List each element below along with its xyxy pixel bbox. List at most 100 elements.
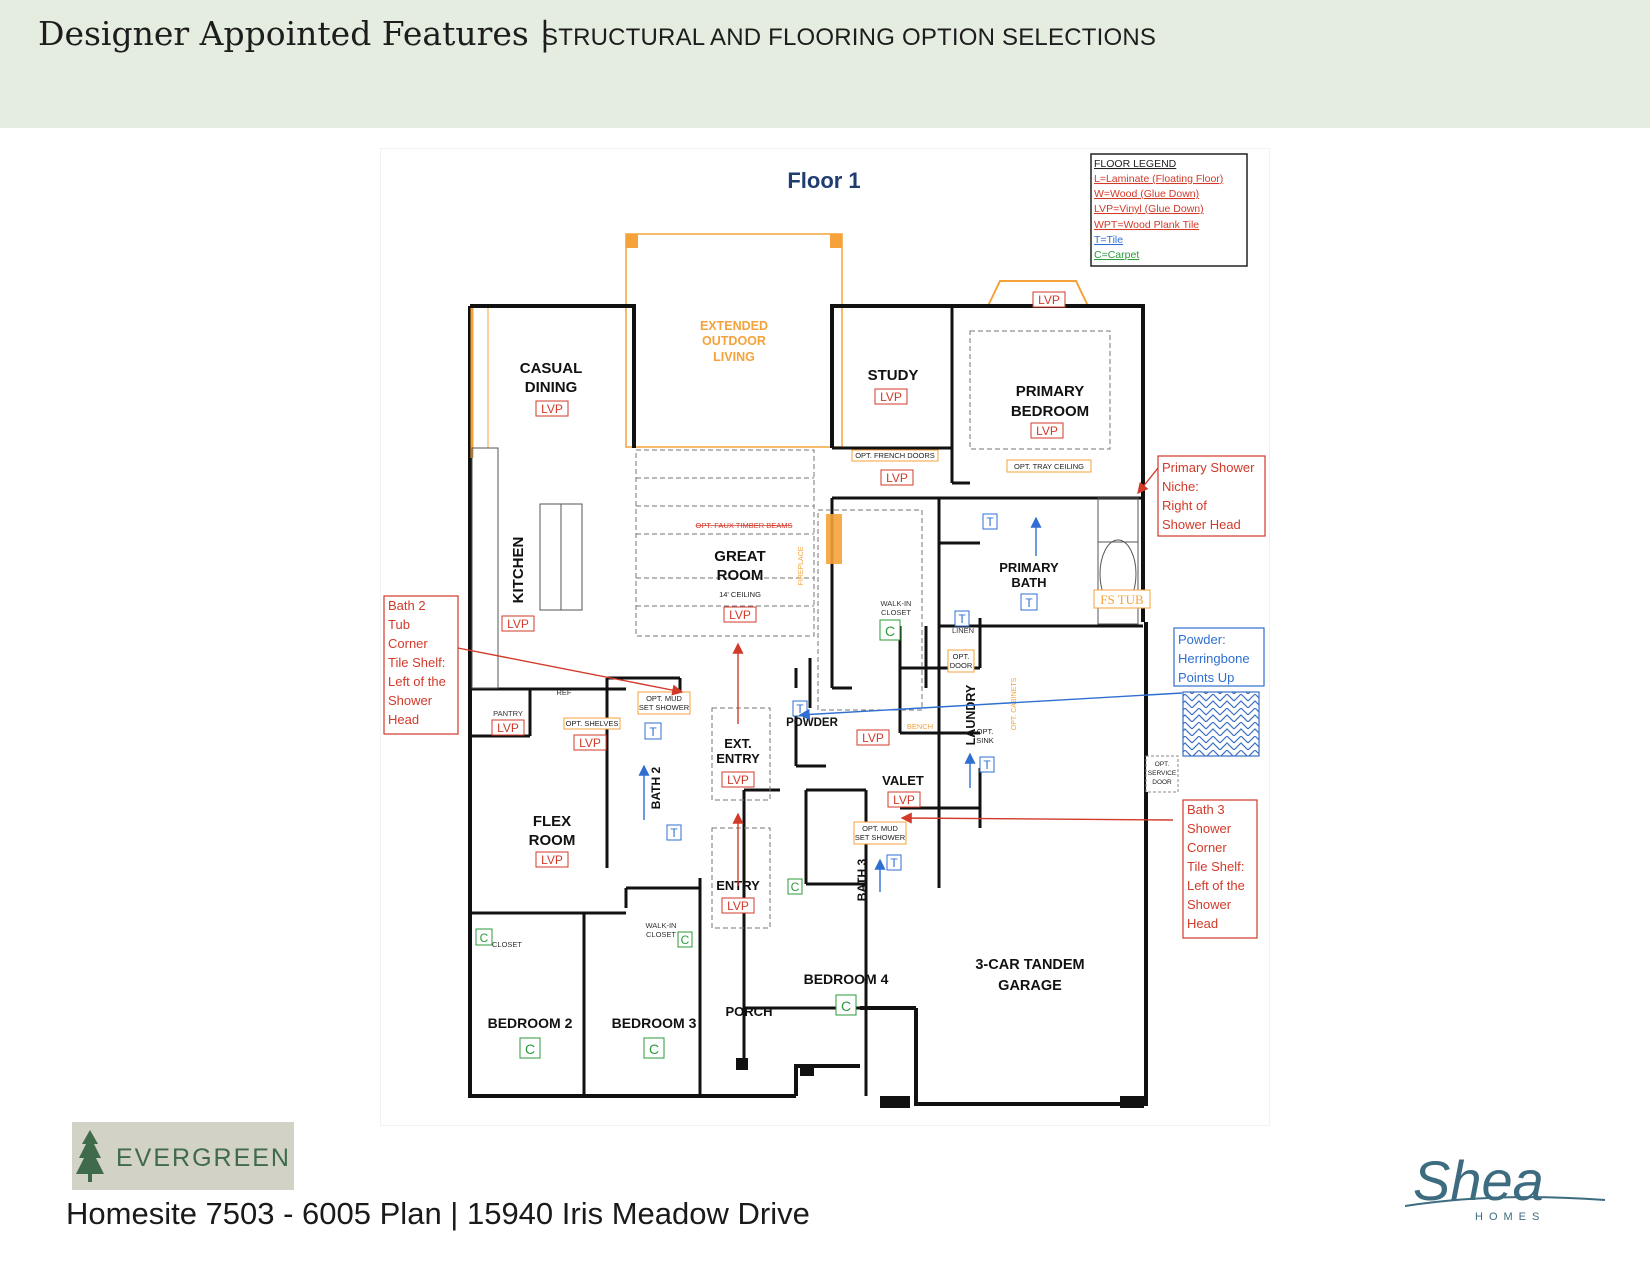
- option-label: FIREPLACE: [798, 546, 805, 585]
- callout-line: Shower: [1187, 821, 1232, 836]
- lvp-badge: LVP: [507, 617, 529, 631]
- option-label: OPT.: [1155, 761, 1170, 768]
- extended-outdoor-living: EXTENDED OUTDOOR LIVING: [625, 233, 843, 448]
- room-label: LIVING: [713, 350, 755, 364]
- callout-line: Points Up: [1178, 670, 1234, 685]
- page-subtitle: STRUCTURAL AND FLOORING OPTION SELECTION…: [542, 24, 1157, 51]
- evergreen-logo: EVERGREEN: [72, 1122, 294, 1190]
- lvp-badge: LVP: [1036, 424, 1058, 438]
- option-label: OPT.: [977, 727, 994, 736]
- exterior-walls: [468, 304, 1148, 1106]
- tile-badge: T: [1025, 596, 1033, 610]
- shea-homes-text: HOMES: [1475, 1211, 1545, 1223]
- tile-badge: T: [796, 702, 804, 716]
- option-label: SERVICE: [1148, 770, 1177, 777]
- carpet-badge: C: [480, 931, 489, 945]
- room-label: CASUAL: [520, 360, 583, 377]
- carpet-badges: C C C C C C C: [475, 619, 901, 1059]
- room-label: VALET: [882, 773, 924, 788]
- room-label: ENTRY: [716, 751, 760, 766]
- option-label: OPT. FRENCH DOORS: [855, 451, 935, 460]
- room-label: PRIMARY: [1016, 383, 1085, 400]
- lvp-badge: LVP: [862, 731, 884, 745]
- tile-badge: T: [983, 758, 991, 772]
- tree-icon: [76, 1130, 104, 1182]
- callout-line: Tub: [388, 617, 410, 632]
- callout-line: Primary Shower: [1162, 460, 1255, 475]
- option-label: OPT. SHELVES: [566, 719, 619, 728]
- kitchen-island: [471, 447, 583, 689]
- room-label: 3-CAR TANDEM: [975, 957, 1084, 973]
- option-label: SET SHOWER: [855, 833, 906, 842]
- lvp-badge: LVP: [541, 402, 563, 416]
- room-label: BEDROOM: [1011, 403, 1089, 420]
- carpet-badge: C: [649, 1041, 659, 1057]
- lvp-badge: LVP: [1038, 293, 1060, 307]
- callout-line: Herringbone: [1178, 651, 1250, 666]
- floor-plan-drawing: Floor 1 FLOOR LEGEND L=Laminate (Floatin…: [379, 147, 1271, 1127]
- tile-badge: T: [890, 856, 898, 870]
- callout-line: Shower: [388, 693, 433, 708]
- callout-line: Left of the: [388, 674, 446, 689]
- room-label: BATH 3: [855, 858, 869, 901]
- floor-plan: Floor 1 FLOOR LEGEND L=Laminate (Floatin…: [379, 147, 1271, 1127]
- callout-line: Tile Shelf:: [1187, 859, 1244, 874]
- callout-line: Corner: [388, 636, 428, 651]
- room-label: WALK-IN: [646, 921, 677, 930]
- header-band: Designer Appointed Features | STRUCTURAL…: [0, 0, 1650, 128]
- lvp-badge: LVP: [727, 773, 749, 787]
- room-label: KITCHEN: [510, 537, 527, 604]
- callout-line: Powder:: [1178, 632, 1226, 647]
- legend-item: T=Tile: [1094, 234, 1123, 246]
- room-label: ROOM: [529, 832, 576, 849]
- great-room-dashed: [635, 330, 1111, 929]
- room-label: PRIMARY: [999, 560, 1059, 575]
- room-label: STUDY: [868, 367, 919, 384]
- option-label: 14' CEILING: [719, 590, 761, 599]
- option-label: SINK: [976, 736, 994, 745]
- option-label: FS TUB: [1100, 592, 1144, 607]
- legend-item: C=Carpet: [1094, 249, 1139, 261]
- legend-item: WPT=Wood Plank Tile: [1094, 219, 1199, 231]
- callout-line: Left of the: [1187, 878, 1245, 893]
- homesite-address: Homesite 7503 - 6005 Plan | 15940 Iris M…: [66, 1196, 810, 1231]
- floor-title: Floor 1: [787, 168, 860, 193]
- room-label: PORCH: [726, 1004, 773, 1019]
- herringbone-swatch: [1182, 691, 1260, 757]
- room-label: ROOM: [717, 567, 764, 584]
- room-label: WALK-IN: [881, 599, 912, 608]
- legend-item: W=Wood (Glue Down): [1094, 188, 1199, 200]
- legend-item: L=Laminate (Floating Floor): [1094, 173, 1223, 185]
- callout-line: Tile Shelf:: [388, 655, 445, 670]
- tile-badge: T: [958, 612, 966, 626]
- callout-line: Shower: [1187, 897, 1232, 912]
- room-label: CLOSET: [646, 930, 676, 939]
- option-label: DOOR: [950, 661, 973, 670]
- room-label: CLOSET: [492, 940, 522, 949]
- evergreen-wordmark: EVERGREEN: [116, 1144, 291, 1172]
- option-label: OPT. TRAY CEILING: [1014, 462, 1084, 471]
- callout-line: Head: [1187, 916, 1218, 931]
- callout-line: Right of: [1162, 498, 1207, 513]
- carpet-badge: C: [525, 1041, 535, 1057]
- lvp-badges: LVP LVP LVP LVP LVP LVP LVP LVP LVP LVP …: [491, 291, 1066, 914]
- lvp-badge: LVP: [886, 471, 908, 485]
- room-label: CLOSET: [881, 608, 911, 617]
- carpet-badge: C: [791, 880, 800, 894]
- callout-line: Bath 2: [388, 598, 426, 613]
- carpet-badge: C: [841, 998, 851, 1014]
- room-label: GARAGE: [998, 978, 1062, 994]
- option-label: OPT. MUD: [862, 824, 898, 833]
- room-label: EXTENDED: [700, 319, 768, 333]
- shea-homes-logo: Shea HOMES: [1404, 1140, 1625, 1225]
- tile-badge: T: [986, 515, 994, 529]
- callout-line: Head: [388, 712, 419, 727]
- callout-line: Corner: [1187, 840, 1227, 855]
- room-label: POWDER: [786, 717, 838, 729]
- room-label: BATH: [1011, 575, 1046, 590]
- tile-badge: T: [670, 826, 678, 840]
- option-label: OPT.: [953, 652, 970, 661]
- lvp-badge: LVP: [541, 853, 563, 867]
- callout-line: Niche:: [1162, 479, 1199, 494]
- lvp-badge: LVP: [497, 721, 519, 735]
